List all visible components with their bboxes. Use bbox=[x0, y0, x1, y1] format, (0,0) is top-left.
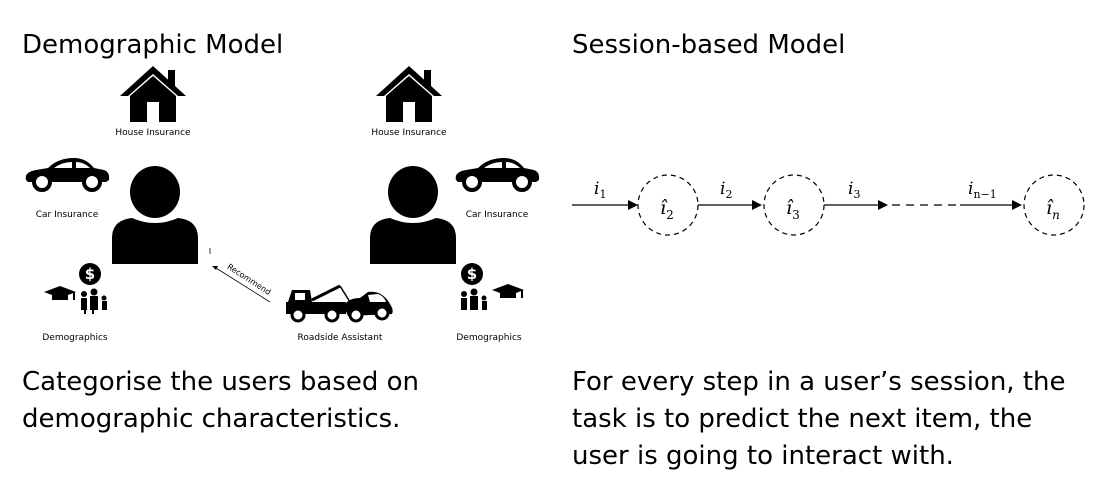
edge-label: i3 bbox=[848, 179, 860, 201]
house-icon bbox=[120, 66, 186, 122]
car-insurance-label: Car Insurance bbox=[35, 210, 99, 220]
right-caption-line: task is to predict the next item, the bbox=[572, 404, 1033, 434]
left-caption: Categorise the users based on demographi… bbox=[22, 364, 419, 438]
edge-label: i1 bbox=[594, 179, 606, 201]
svg-text:$: $ bbox=[85, 265, 95, 283]
edge-label: in−1 bbox=[968, 179, 997, 201]
session-flow-diagram: i1 i2 i3 in−1 î2 î3 în bbox=[572, 174, 1085, 236]
demographics-label: Demographics bbox=[42, 333, 108, 343]
session-node bbox=[637, 174, 699, 236]
svg-text:$: $ bbox=[467, 265, 477, 283]
left-caption-line: demographic characteristics. bbox=[22, 404, 401, 434]
demographics-label: Demographics bbox=[456, 333, 522, 343]
house-insurance-label: House Insurance bbox=[371, 128, 447, 138]
roadside-assistant-label: Roadside Assistant bbox=[297, 333, 383, 343]
edge-label: i2 bbox=[720, 179, 732, 201]
node-label: în bbox=[1046, 197, 1060, 222]
demographics-icon: $ bbox=[461, 263, 524, 310]
flow-arrowhead bbox=[1012, 200, 1022, 210]
car-icon bbox=[25, 158, 110, 192]
right-caption-line: user is going to interact with. bbox=[572, 441, 954, 471]
right-caption-line: For every step in a user’s session, the bbox=[572, 367, 1066, 397]
node-label: î3 bbox=[786, 197, 800, 222]
house-insurance-label: House Insurance bbox=[115, 128, 191, 138]
session-node bbox=[1023, 174, 1085, 236]
demographics-icon: $ bbox=[44, 263, 107, 314]
flow-arrowhead bbox=[752, 200, 762, 210]
right-caption: For every step in a user’s session, the … bbox=[572, 364, 1066, 475]
user-icon bbox=[370, 166, 456, 264]
session-model-title: Session-based Model bbox=[572, 30, 846, 60]
car-insurance-label: Car Insurance bbox=[465, 210, 529, 220]
user-icon bbox=[112, 166, 198, 264]
flow-arrowhead bbox=[878, 200, 888, 210]
demographic-model-title: Demographic Model bbox=[22, 30, 284, 60]
recommend-arrow bbox=[209, 248, 271, 303]
car-icon bbox=[455, 158, 540, 192]
left-caption-line: Categorise the users based on bbox=[22, 367, 419, 397]
session-node bbox=[763, 174, 825, 236]
node-label: î2 bbox=[660, 197, 674, 222]
tow-truck-icon bbox=[286, 284, 393, 323]
house-icon bbox=[376, 66, 442, 122]
flow-arrowhead bbox=[628, 200, 638, 210]
